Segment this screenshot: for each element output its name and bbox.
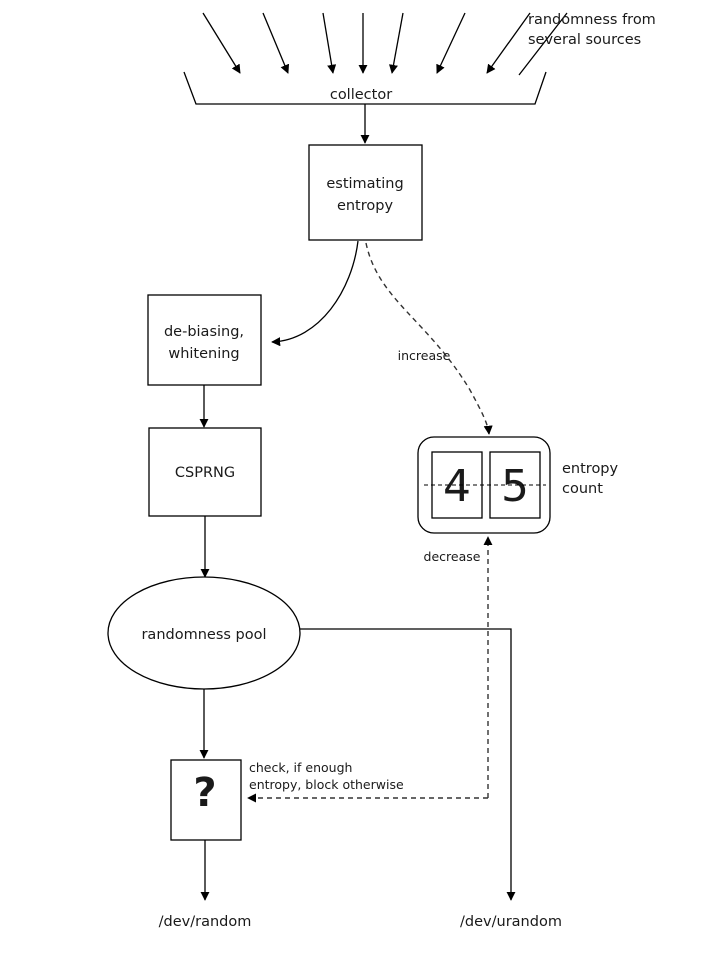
estimating-entropy-line2: entropy (337, 198, 394, 214)
entropy-count-caption-line2: count (562, 481, 603, 497)
debiasing-box (147, 294, 262, 386)
entropy-count-caption: entropy count (562, 461, 619, 497)
edge-increase-dashed (365, 242, 493, 435)
source-arrows-group (202, 12, 568, 76)
source-arrow-2 (262, 12, 290, 74)
source-arrow-1 (202, 12, 241, 74)
output-label-dev-random: /dev/random (159, 914, 252, 930)
estimating-entropy-box (308, 144, 423, 241)
estimating-entropy-line1: estimating (326, 176, 403, 192)
entropy-count-caption-line1: entropy (562, 461, 619, 477)
source-arrow-5 (389, 12, 404, 74)
entropy-count-digit-2: 5 (501, 461, 529, 512)
sources-note-line2: several sources (528, 32, 641, 48)
edge-estimating-to-debiasing (271, 240, 359, 347)
output-label-dev-urandom: /dev/urandom (460, 914, 562, 930)
check-note-line1: check, if enough (249, 760, 352, 775)
debiasing-line2: whitening (168, 346, 239, 362)
debiasing-node[interactable]: de-biasing, whitening (147, 294, 262, 386)
source-arrow-6 (436, 12, 466, 74)
collector-node[interactable]: collector (183, 71, 547, 105)
sources-note: randomness from several sources (528, 12, 656, 48)
source-note-leader-line (518, 12, 568, 76)
estimating-entropy-node[interactable]: estimating entropy (308, 144, 423, 241)
source-arrow-3 (322, 12, 337, 74)
check-question-mark: ? (193, 770, 216, 816)
collector-label: collector (330, 87, 392, 103)
entropy-count-node[interactable]: 4 5 (417, 436, 551, 534)
edge-label-decrease: decrease (424, 549, 481, 564)
check-box (170, 759, 242, 841)
edge-label-increase: increase (398, 348, 451, 363)
entropy-count-digit-1: 4 (443, 461, 471, 512)
check-note: check, if enough entropy, block otherwis… (249, 760, 404, 792)
debiasing-line1: de-biasing, (164, 324, 244, 340)
csprng-node[interactable]: CSPRNG (148, 427, 262, 517)
randomness-pool-label: randomness pool (141, 627, 266, 643)
check-node[interactable]: ? (170, 759, 242, 841)
check-note-line2: entropy, block otherwise (249, 777, 404, 792)
csprng-box (148, 427, 262, 517)
source-arrow-7 (486, 12, 531, 74)
randomness-pool-node[interactable]: randomness pool (107, 576, 301, 690)
sources-note-line1: randomness from (528, 12, 656, 28)
csprng-label: CSPRNG (175, 465, 235, 481)
edge-pool-to-urandom (300, 628, 516, 901)
